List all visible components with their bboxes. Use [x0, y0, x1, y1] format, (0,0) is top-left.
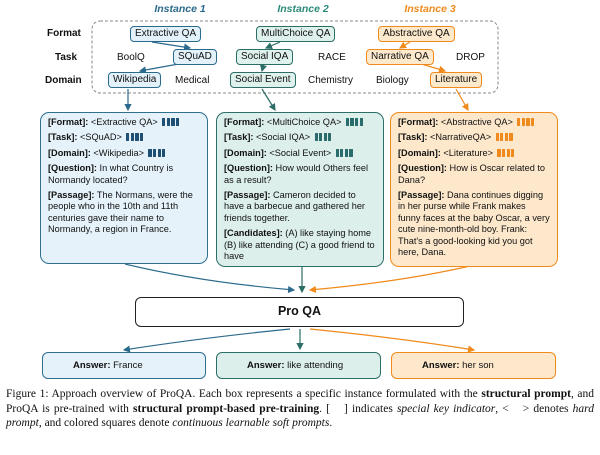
model-to-answer1-arrow [122, 328, 291, 353]
instance2-prompt-card: [Format]: <MultiChoice QA> [Task]: <Soci… [216, 112, 384, 267]
soft-prompt-squares [496, 148, 515, 158]
options-dashed-frame [91, 20, 499, 94]
answer-key: Answer: [422, 360, 460, 371]
format-option-multichoice-qa: MultiChoice QA [256, 26, 336, 42]
soft-prompt-squares [147, 148, 166, 158]
figure-caption: Figure 1: Approach overview of ProQA. Ea… [6, 388, 594, 429]
instance1-connector-line [151, 41, 192, 51]
card3-domain-line: [Domain]: <Literature> [398, 148, 550, 159]
card1-format-line: [Format]: <Extractive QA> [48, 117, 200, 128]
soft-prompt-squares [344, 117, 363, 127]
instance3-connector-line [455, 88, 469, 112]
domain-option-medical: Medical [175, 75, 210, 86]
card1-passage: [Passage]: The Normans, were the people … [48, 190, 193, 235]
domain-option-biology: Biology [376, 75, 409, 86]
instance3-connector-line [398, 41, 411, 49]
card3-question: [Question]: How is Oscar related to Dana… [398, 163, 546, 185]
task-option-drop: DROP [456, 52, 485, 63]
answer-value: France [113, 360, 143, 371]
answer-box-3: Answer: her son [391, 352, 556, 379]
instance3-prompt-card: [Format]: <Abstractive QA> [Task]: <Narr… [390, 112, 558, 267]
soft-prompt-squares [494, 132, 513, 142]
answer-value: her son [462, 360, 494, 371]
connector-lines [91, 20, 499, 353]
soft-prompt-squares [334, 148, 353, 158]
answer-value: like attending [287, 360, 344, 371]
instance2-connector-line [261, 88, 276, 112]
soft-prompt-squares [161, 117, 180, 127]
domain-option-wikipedia: Wikipedia [108, 72, 162, 88]
card2-format-line: [Format]: <MultiChoice QA> [224, 117, 376, 128]
card2-question: [Question]: How would Others feel as a r… [224, 163, 368, 185]
card2-task-line: [Task]: <Social IQA> [224, 132, 376, 143]
domain-option-literature: Literature [430, 72, 483, 88]
model-to-answer3-arrow [309, 328, 476, 353]
soft-prompt-squares [313, 132, 332, 142]
card2-passage: [Passage]: Cameron decided to have a bar… [224, 190, 365, 223]
format-option-abstractive-qa: Abstractive QA [378, 26, 455, 42]
card3-format-line: [Format]: <Abstractive QA> [398, 117, 550, 128]
instance1-title: Instance 1 [154, 3, 206, 15]
card3-passage: [Passage]: Dana continues digging in her… [398, 190, 550, 258]
card2-candidates: [Candidates]: (A) like staying home (B) … [224, 228, 375, 262]
task-option-narrative-qa: Narrative QA [366, 49, 434, 65]
instance1-prompt-card: [Format]: <Extractive QA> [Task]: <SQuAD… [40, 112, 208, 264]
card3-task-line: [Task]: <NarrativeQA> [398, 132, 550, 143]
card1-domain-line: [Domain]: <Wikipedia> [48, 148, 200, 159]
answer-box-2: Answer: like attending [216, 352, 381, 379]
task-row-label: Task [55, 52, 78, 63]
answer-box-1: Answer: France [42, 352, 206, 379]
soft-prompt-squares [516, 117, 535, 127]
format-option-extractive-qa: Extractive QA [130, 26, 202, 42]
task-option-squad: SQuAD [173, 49, 217, 65]
card1-task-line: [Task]: <SQuAD> [48, 132, 200, 143]
answer-key: Answer: [247, 360, 285, 371]
card2-domain-line: [Domain]: <Social Event> [224, 148, 376, 159]
instance2-connector-line [264, 41, 281, 49]
answer-key: Answer: [73, 360, 111, 371]
task-option-race: RACE [318, 52, 346, 63]
instance3-title: Instance 3 [404, 3, 456, 15]
instance2-title: Instance 2 [277, 3, 329, 15]
proqa-model-box: Pro QA [135, 297, 464, 327]
domain-option-chemistry: Chemistry [308, 75, 354, 86]
format-row-label: Format [47, 28, 81, 39]
card1-to-model-arrow [124, 263, 296, 294]
domain-option-social-event: Social Event [230, 72, 296, 88]
task-option-social-iqa: Social IQA [236, 49, 294, 65]
soft-prompt-squares [125, 132, 144, 142]
card1-question: [Question]: In what Country is Normandy … [48, 163, 174, 185]
card3-to-model-arrow [308, 265, 471, 294]
domain-row-label: Domain [45, 75, 82, 86]
task-option-boolq: BoolQ [117, 52, 145, 63]
